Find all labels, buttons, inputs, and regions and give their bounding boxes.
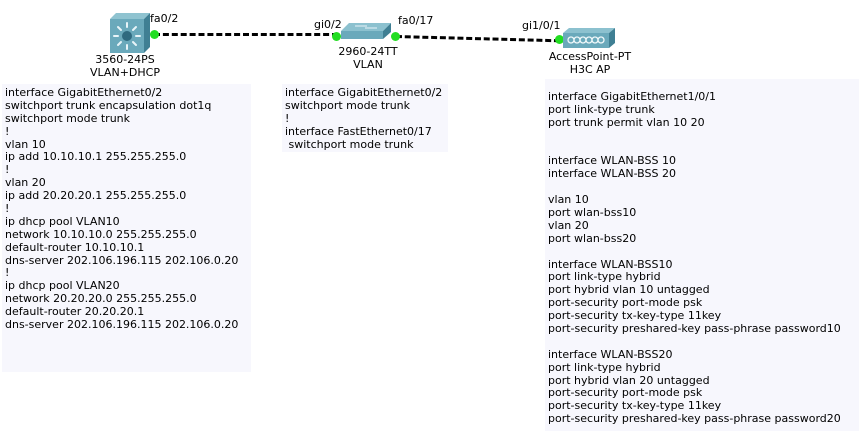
- config-line: vlan 10: [548, 193, 589, 207]
- config-line: port-security tx-key-type 11key: [548, 309, 722, 323]
- access-point-label: AccessPoint-PT H3C AP: [530, 50, 650, 76]
- config-line: switchport mode trunk: [285, 137, 414, 151]
- config-line: port wlan-bss20: [548, 231, 637, 245]
- access-switch-device[interactable]: [341, 22, 391, 40]
- config-line: [548, 181, 856, 194]
- config-line: !: [5, 266, 10, 280]
- multilayer-switch-device[interactable]: [110, 13, 150, 53]
- port-status-fa0-17: [391, 32, 400, 41]
- port-status-fa0-2: [150, 30, 159, 39]
- config-line: port wlan-bss10: [548, 206, 637, 220]
- config-line: network 10.10.10.0 255.255.255.0: [5, 227, 197, 241]
- config-line: port link-type hybrid: [548, 360, 661, 374]
- config-line: network 20.20.20.0 255.255.255.0: [5, 292, 197, 306]
- port-status-gi1-0-1: [555, 35, 564, 44]
- config-line: switchport mode trunk: [5, 111, 131, 125]
- config-line: ip add 10.10.10.1 255.255.255.0: [5, 150, 187, 164]
- config-line: [548, 246, 856, 259]
- config-line: port link-type trunk: [548, 102, 655, 116]
- multilayer-switch-name: VLAN+DHCP: [90, 66, 160, 79]
- access-point-name: H3C AP: [569, 63, 611, 76]
- multilayer-switch-icon: [110, 13, 150, 53]
- config-line: default-router 10.10.10.1: [5, 240, 145, 254]
- config-line: !: [285, 111, 290, 125]
- link-3560-to-2960[interactable]: [154, 33, 338, 36]
- config-line: port link-type hybrid: [548, 270, 661, 284]
- config-line: dns-server 202.106.196.115 202.106.0.20: [5, 318, 239, 332]
- config-line: ip dhcp pool VLAN20: [5, 279, 120, 293]
- config-line: vlan 20: [5, 176, 46, 190]
- config-line: interface WLAN-BSS20: [548, 347, 673, 361]
- config-line: port-security preshared-key pass-phrase …: [548, 412, 841, 426]
- config-line: port-security tx-key-type 11key: [548, 399, 722, 413]
- link-2960-to-ap[interactable]: [395, 35, 560, 43]
- access-switch-model: 2960-24TT: [338, 45, 398, 58]
- port-status-gi0-2: [332, 32, 341, 41]
- config-line: !: [5, 163, 10, 177]
- config-line: port hybrid vlan 20 untagged: [548, 373, 710, 387]
- config-line: interface WLAN-BSS10: [548, 257, 673, 271]
- config-line: ip dhcp pool VLAN10: [5, 214, 120, 228]
- config-line: !: [5, 202, 10, 216]
- multilayer-switch-model: 3560-24PS: [95, 53, 155, 66]
- config-line: ip add 20.20.20.1 255.255.255.0: [5, 189, 187, 203]
- config-line: port hybrid vlan 10 untagged: [548, 283, 710, 297]
- config-line: port trunk permit vlan 10 20: [548, 115, 705, 129]
- port-label-fa0-17: fa0/17: [398, 14, 434, 27]
- config-line: port-security port-mode psk: [548, 296, 703, 310]
- config-line: [548, 130, 856, 143]
- port-label-fa0-2: fa0/2: [150, 12, 179, 25]
- config-line: interface GigabitEthernet0/2: [5, 86, 163, 99]
- config-line: [548, 336, 856, 349]
- config-line: vlan 20: [548, 218, 589, 232]
- config-line: !: [5, 124, 10, 138]
- port-label-gi1-0-1: gi1/0/1: [522, 19, 561, 32]
- config-line: default-router 20.20.20.1: [5, 305, 145, 319]
- config-line: interface GigabitEthernet0/2: [285, 86, 443, 99]
- config-line: switchport mode trunk: [285, 98, 411, 112]
- config-line: switchport trunk encapsulation dot1q: [5, 98, 212, 112]
- access-switch-name: VLAN: [353, 58, 383, 71]
- config-line: interface FastEthernet0/17: [285, 124, 432, 138]
- access-switch-icon: [341, 23, 391, 39]
- config-line: interface WLAN-BSS 10: [548, 154, 676, 168]
- multilayer-switch-label: 3560-24PS VLAN+DHCP: [65, 53, 185, 79]
- access-point-device[interactable]: [563, 27, 615, 49]
- config-line: port-security port-mode psk: [548, 386, 703, 400]
- config-line: port-security preshared-key pass-phrase …: [548, 322, 841, 336]
- port-label-gi0-2: gi0/2: [314, 18, 342, 31]
- access-point-icon: [563, 28, 615, 48]
- access-switch-label: 2960-24TT VLAN: [308, 45, 428, 71]
- config-line: vlan 10: [5, 137, 46, 151]
- config-line: dns-server 202.106.196.115 202.106.0.20: [5, 253, 239, 267]
- access-point-model: AccessPoint-PT: [548, 50, 632, 63]
- config-line: interface WLAN-BSS 20: [548, 167, 676, 181]
- config-line: interface GigabitEthernet1/0/1: [548, 90, 717, 103]
